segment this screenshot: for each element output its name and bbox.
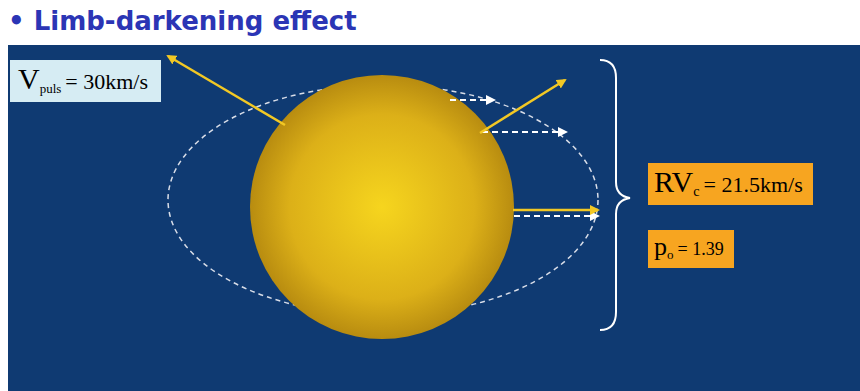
header-band — [0, 0, 860, 45]
panel — [8, 45, 860, 391]
value-text: = 1.39 — [678, 239, 724, 259]
velocity-label: Vpuls= 30km/s — [10, 60, 161, 102]
dashed-arrow — [514, 215, 598, 217]
subscript: o — [667, 247, 674, 262]
value-text: = 30km/s — [65, 69, 148, 94]
velocity-arrow — [168, 56, 285, 125]
star-sphere — [250, 75, 514, 339]
brace — [600, 60, 630, 330]
dashed-arrow — [450, 99, 494, 101]
symbol: V — [18, 62, 40, 95]
subscript: puls — [40, 81, 62, 96]
velocity-arrow — [513, 209, 598, 212]
subscript: c — [693, 184, 699, 199]
velocity-arrow — [480, 80, 565, 133]
dashed-arrow — [482, 131, 566, 133]
slide-title: • Limb-darkening effect — [8, 6, 357, 36]
value-text: = 21.5km/s — [704, 172, 803, 197]
symbol: RV — [654, 165, 693, 198]
symbol: p — [654, 232, 667, 261]
radial-velocity-box: RVc = 21.5km/s — [648, 163, 813, 205]
projection-factor-box: po = 1.39 — [648, 230, 734, 268]
